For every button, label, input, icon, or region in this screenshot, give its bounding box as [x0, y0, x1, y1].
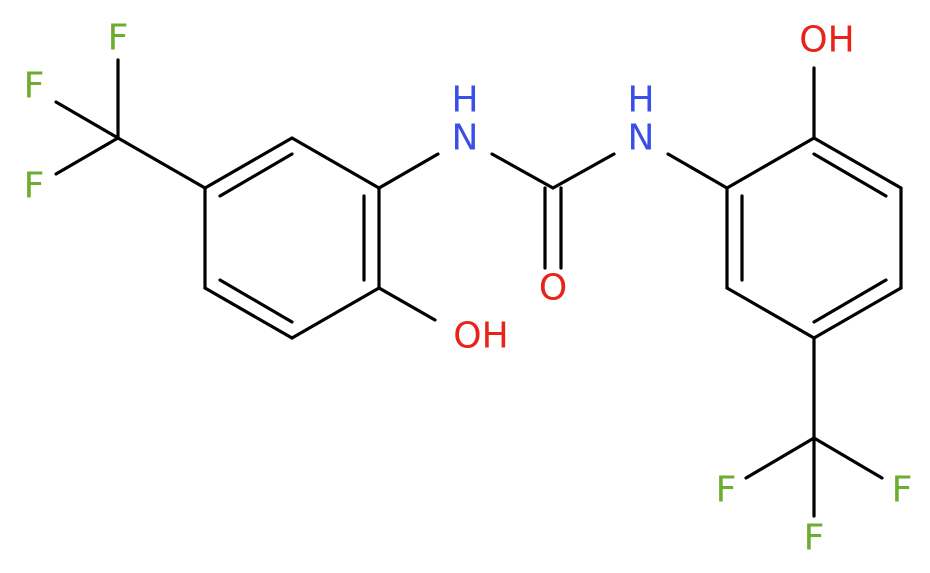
atom-nh-right-h: H	[627, 80, 654, 121]
bond	[812, 136, 903, 190]
atom-f-bottom-left: F	[716, 470, 737, 511]
atom-f-top: F	[108, 18, 129, 59]
atom-f-bottom-right: F	[892, 470, 913, 511]
bond	[290, 286, 381, 340]
atom-f-left-upper: F	[24, 66, 45, 107]
bond	[725, 136, 816, 190]
atom-nh-left-n: N	[452, 118, 479, 159]
atom-nh-left-h: H	[451, 80, 478, 121]
atom-o-carbonyl: O	[539, 268, 567, 309]
bond	[218, 278, 294, 324]
bond	[812, 436, 884, 480]
bond	[490, 152, 555, 190]
bond	[551, 152, 616, 190]
bond	[812, 278, 888, 324]
bond	[218, 152, 294, 198]
bond	[812, 152, 888, 198]
bond	[812, 286, 903, 340]
atom-nh-right-n: N	[628, 118, 655, 159]
bond	[203, 286, 294, 340]
bond	[116, 136, 207, 190]
bond	[725, 286, 816, 340]
atom-f-bottom: F	[804, 518, 825, 559]
bond	[290, 136, 381, 190]
bond	[744, 436, 816, 480]
bond	[377, 286, 437, 322]
bond	[54, 100, 120, 140]
bond	[203, 136, 294, 190]
atom-oh-left: OH	[453, 316, 508, 357]
bond	[377, 152, 440, 190]
atom-f-left-lower: F	[24, 166, 45, 207]
bond	[666, 152, 729, 190]
bonds	[54, 58, 903, 518]
atom-labels: F F F H N H N O OH OH F F F	[24, 18, 913, 559]
atom-oh-right: OH	[799, 20, 854, 61]
bond	[54, 136, 120, 176]
